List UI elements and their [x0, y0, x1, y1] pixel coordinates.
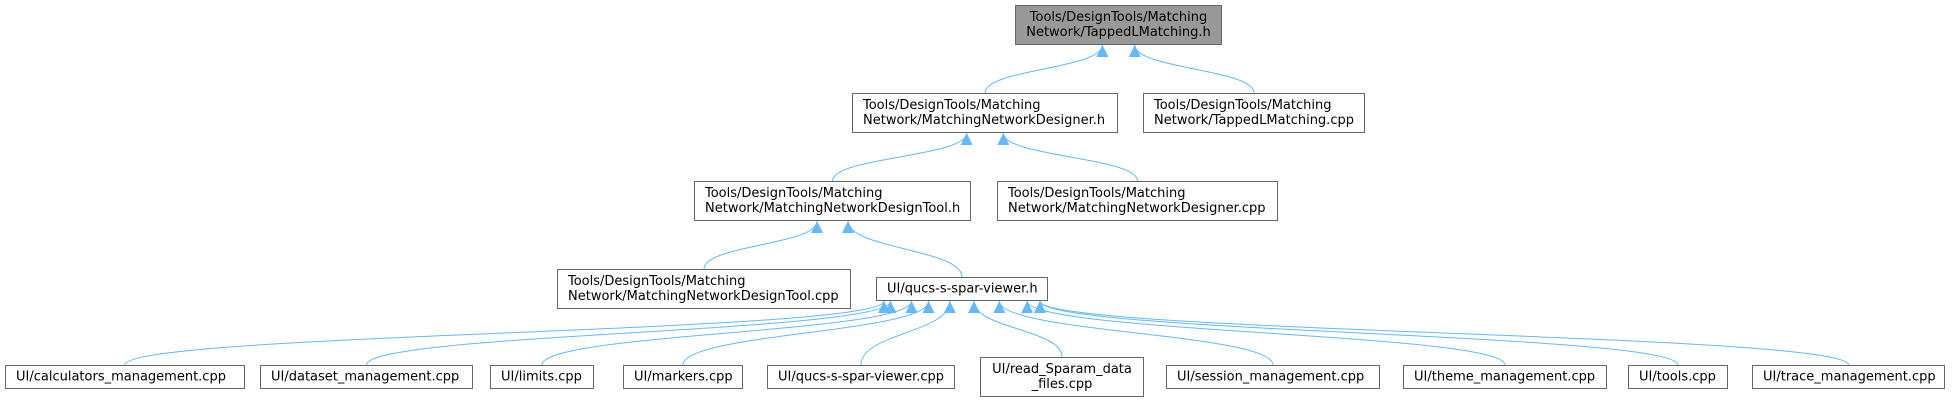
- node-read-sparam-data-files-cpp[interactable]: UI/read_Sparam_data _files.cpp: [980, 357, 1144, 397]
- node-label: UI/trace_management.cpp: [1763, 369, 1936, 385]
- edge-mnd_h-to-root: [984, 44, 1109, 94]
- edge-calc-to-viewer_h: [124, 300, 890, 366]
- edge-dataset-to-viewer_h: [366, 300, 897, 366]
- node-tappedlmatching-h[interactable]: Tools/DesignTools/Matching Network/Tappe…: [1015, 5, 1222, 45]
- edge-tlm_cpp-to-root: [1128, 44, 1255, 94]
- node-limits-cpp[interactable]: UI/limits.cpp: [490, 365, 594, 389]
- node-matchingnetworkdesigner-cpp[interactable]: Tools/DesignTools/Matching Network/Match…: [997, 181, 1278, 221]
- edge-tools-to-viewer_h: [1034, 300, 1679, 366]
- edge-viewer_cpp-to-viewer_h: [860, 300, 956, 366]
- node-trace-management-cpp[interactable]: UI/trace_management.cpp: [1752, 365, 1945, 389]
- node-label: Tools/DesignTools/Matching Network/Match…: [705, 186, 961, 216]
- edge-limits-to-viewer_h: [541, 300, 918, 366]
- node-label: UI/dataset_management.cpp: [271, 369, 460, 385]
- node-label: Tools/DesignTools/Matching Network/Match…: [1008, 186, 1266, 216]
- node-matchingnetworkdesigntool-h[interactable]: Tools/DesignTools/Matching Network/Match…: [694, 181, 971, 221]
- node-matchingnetworkdesigntool-cpp[interactable]: Tools/DesignTools/Matching Network/Match…: [557, 269, 851, 309]
- node-label: Tools/DesignTools/Matching Network/Tappe…: [1154, 98, 1354, 128]
- node-label: Tools/DesignTools/Matching Network/Match…: [568, 274, 839, 304]
- node-label: UI/calculators_management.cpp: [16, 369, 226, 385]
- edge-viewer_h-to-mndt_h: [842, 220, 963, 278]
- edge-mndt_h-to-mnd_h: [832, 132, 973, 182]
- node-label: Tools/DesignTools/Matching Network/Tappe…: [1026, 10, 1211, 40]
- node-session-management-cpp[interactable]: UI/session_management.cpp: [1166, 365, 1380, 389]
- node-label: UI/qucs-s-spar-viewer.cpp: [778, 369, 945, 385]
- node-theme-management-cpp[interactable]: UI/theme_management.cpp: [1403, 365, 1607, 389]
- edge-mndt_cpp-to-mndt_h: [703, 220, 824, 270]
- node-label: UI/read_Sparam_data _files.cpp: [992, 362, 1132, 392]
- edge-session-to-viewer_h: [993, 300, 1274, 366]
- node-matchingnetworkdesigner-h[interactable]: Tools/DesignTools/Matching Network/Match…: [852, 93, 1118, 133]
- node-markers-cpp[interactable]: UI/markers.cpp: [623, 365, 743, 389]
- node-dataset-management-cpp[interactable]: UI/dataset_management.cpp: [260, 365, 473, 389]
- node-tappedlmatching-cpp[interactable]: Tools/DesignTools/Matching Network/Tappe…: [1143, 93, 1365, 133]
- node-qucs-s-spar-viewer-h[interactable]: UI/qucs-s-spar-viewer.h: [876, 277, 1048, 301]
- edge-mnd_cpp-to-mnd_h: [997, 132, 1138, 182]
- node-label: UI/tools.cpp: [1639, 369, 1716, 385]
- node-calculators-management-cpp[interactable]: UI/calculators_management.cpp: [5, 365, 245, 389]
- node-qucs-s-spar-viewer-cpp[interactable]: UI/qucs-s-spar-viewer.cpp: [767, 365, 955, 389]
- edge-theme-to-viewer_h: [1021, 300, 1506, 366]
- node-label: UI/session_management.cpp: [1177, 369, 1365, 385]
- edge-readsparam-to-viewer_h: [968, 300, 1063, 358]
- node-label: UI/markers.cpp: [634, 369, 733, 385]
- edge-markers-to-viewer_h: [682, 300, 935, 366]
- node-label: UI/limits.cpp: [501, 369, 582, 385]
- edge-trace-to-viewer_h: [1034, 300, 1849, 366]
- node-tools-cpp[interactable]: UI/tools.cpp: [1628, 365, 1728, 389]
- node-label: UI/qucs-s-spar-viewer.h: [887, 281, 1038, 297]
- node-label: UI/theme_management.cpp: [1414, 369, 1596, 385]
- node-label: Tools/DesignTools/Matching Network/Match…: [863, 98, 1106, 128]
